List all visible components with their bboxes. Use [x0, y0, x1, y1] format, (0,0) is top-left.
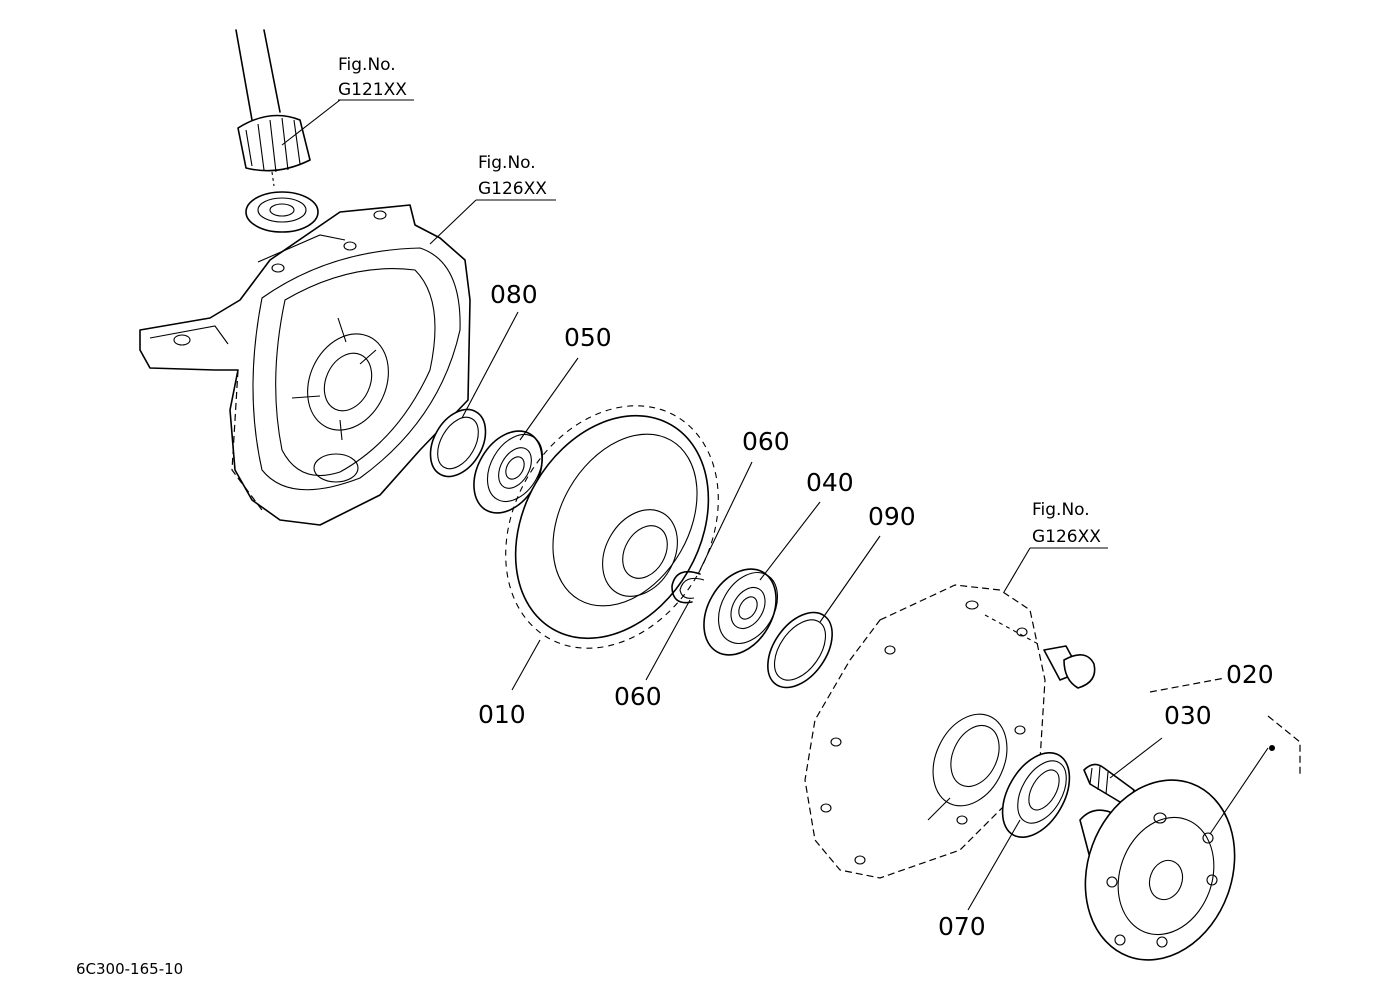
figref-underlines [338, 99, 1108, 549]
figref-3-prefix: Fig.No. [1032, 500, 1090, 520]
pinion-bearing [245, 191, 319, 233]
figref-1-code[interactable]: G121XX [338, 80, 407, 100]
plug-bolt [984, 614, 1096, 689]
figref-1-prefix: Fig.No. [338, 55, 396, 75]
gear-case-housing [139, 204, 471, 526]
label-080[interactable]: 080 [490, 280, 538, 309]
label-030[interactable]: 030 [1164, 701, 1212, 730]
label-060-bottom[interactable]: 060 [614, 682, 662, 711]
label-090[interactable]: 090 [868, 502, 916, 531]
figref-g121xx: Fig.No. G121XX [338, 55, 407, 100]
figref-2-code[interactable]: G126XX [478, 179, 547, 199]
part-080-oil-seal [429, 408, 487, 478]
part-020-axle-hub [1079, 779, 1236, 961]
figref-3-code[interactable]: G126XX [1032, 527, 1101, 547]
bevel-pinion-shaft [235, 29, 311, 187]
part-040-ball-bearing [703, 568, 779, 656]
part-number-labels: 080 050 060 040 090 010 060 020 030 070 [478, 280, 1274, 941]
part-070-oil-seal [1001, 751, 1071, 839]
leader-lines [281, 99, 1301, 911]
label-010[interactable]: 010 [478, 700, 526, 729]
label-050[interactable]: 050 [564, 323, 612, 352]
label-060-top[interactable]: 060 [742, 427, 790, 456]
label-040[interactable]: 040 [806, 468, 854, 497]
label-070[interactable]: 070 [938, 912, 986, 941]
figref-g126xx-upper: Fig.No. G126XX [478, 153, 547, 199]
figref-2-prefix: Fig.No. [478, 153, 536, 173]
drawing-code: 6C300-165-10 [76, 960, 183, 978]
gear-case-cover [804, 584, 1046, 879]
label-020[interactable]: 020 [1226, 660, 1274, 689]
part-010-bevel-gear [505, 405, 719, 649]
figref-g126xx-lower: Fig.No. G126XX [1032, 500, 1101, 547]
part-060-circlip [671, 570, 705, 604]
